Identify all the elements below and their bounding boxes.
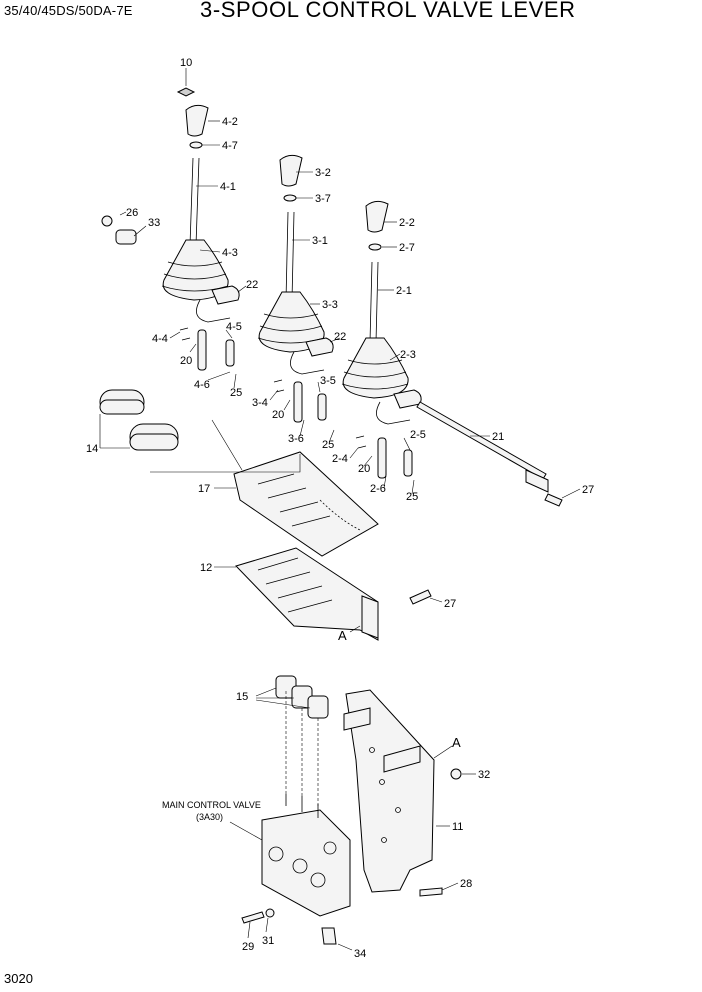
part-11-mount-plate <box>343 689 462 897</box>
callout-25-b: 25 <box>322 439 334 451</box>
callout-15: 15 <box>236 691 248 703</box>
part-2-6-link <box>377 437 387 479</box>
callout-27-b: 27 <box>444 598 456 610</box>
part-2-5-link <box>403 449 413 477</box>
part-4-3-boot <box>162 239 229 301</box>
callout-3-1: 3-1 <box>312 235 328 247</box>
callout-4-4: 4-4 <box>152 333 168 345</box>
callout-22-b: 22 <box>334 331 346 343</box>
part-3-3-boot <box>258 291 325 353</box>
part-12-bracket <box>235 547 432 641</box>
lever-3-assembly <box>257 154 334 423</box>
part-34-fitting <box>321 927 337 945</box>
main-control-valve-ref: (3A30) <box>196 812 223 822</box>
part-14-pads <box>99 389 179 451</box>
part-2-7-nut <box>368 243 382 251</box>
part-4-5-link <box>225 339 235 367</box>
callout-2-1: 2-1 <box>396 285 412 297</box>
callout-2-3: 2-3 <box>400 349 416 361</box>
callout-27-a: 27 <box>582 484 594 496</box>
callout-4-2: 4-2 <box>222 116 238 128</box>
page-number: 3020 <box>4 971 33 986</box>
callout-21: 21 <box>492 431 504 443</box>
part-33-spacer <box>115 229 137 245</box>
part-29-bolt <box>241 911 265 924</box>
callout-12: 12 <box>200 562 212 574</box>
callout-4-1: 4-1 <box>220 181 236 193</box>
part-3-7-nut <box>283 194 297 202</box>
callout-3-5: 3-5 <box>320 375 336 387</box>
callout-10: 10 <box>180 57 192 69</box>
callout-3-2: 3-2 <box>315 167 331 179</box>
callout-3-3: 3-3 <box>322 299 338 311</box>
callout-11: 11 <box>452 821 463 833</box>
part-21-rod <box>416 401 563 507</box>
callout-32: 32 <box>478 769 490 781</box>
callout-3-4: 3-4 <box>252 397 268 409</box>
callout-3-6: 3-6 <box>288 433 304 445</box>
part-27-bolt-b <box>409 589 432 605</box>
part-26-nut <box>101 215 113 227</box>
part-27-bolt-a <box>544 493 563 507</box>
callout-labels: 10 4-2 4-7 4-1 3-2 3-7 3-1 26 33 4-3 2-2… <box>86 57 594 960</box>
callout-31: 31 <box>262 935 274 947</box>
callout-14: 14 <box>86 443 98 455</box>
callout-4-5: 4-5 <box>226 321 242 333</box>
part-22-fitting-a <box>211 285 240 305</box>
part-4-7-nut <box>189 141 203 149</box>
callout-4-3: 4-3 <box>222 247 238 259</box>
callout-4-7: 4-7 <box>222 140 238 152</box>
main-control-valve <box>241 794 351 945</box>
part-3-6-link <box>293 381 303 423</box>
callout-2-2: 2-2 <box>399 217 415 229</box>
callout-2-5: 2-5 <box>410 429 426 441</box>
part-2-2-knob <box>365 200 389 233</box>
callout-2-7: 2-7 <box>399 242 415 254</box>
part-31-washer <box>265 908 275 918</box>
part-3-2-knob <box>279 154 303 187</box>
part-17-cover-plate <box>233 451 379 557</box>
part-3-1-rod <box>285 211 295 301</box>
part-28-bolt <box>419 887 443 897</box>
part-4-1-rod <box>189 157 200 246</box>
callout-25-a: 25 <box>230 387 242 399</box>
page-title: 3-SPOOL CONTROL VALVE LEVER <box>200 0 576 22</box>
callout-26: 26 <box>126 207 138 219</box>
part-22-fitting-b <box>305 337 334 357</box>
callout-20-a: 20 <box>180 355 192 367</box>
callout-2-6: 2-6 <box>370 483 386 495</box>
callout-28: 28 <box>460 878 472 890</box>
callout-a-2: A <box>452 735 461 750</box>
callout-20-b: 20 <box>272 409 284 421</box>
part-2-3-boot <box>342 337 409 399</box>
part-2-1-rod <box>369 261 379 343</box>
callout-29: 29 <box>242 941 254 953</box>
callout-25-c: 25 <box>406 491 418 503</box>
part-10-cap <box>176 87 196 97</box>
callout-2-4: 2-4 <box>332 453 348 465</box>
callout-4-6: 4-6 <box>194 379 210 391</box>
part-4-6-link <box>197 329 207 371</box>
callout-34: 34 <box>354 948 366 960</box>
callout-a-1: A <box>338 628 347 643</box>
lever-4-assembly <box>101 87 240 371</box>
callout-20-c: 20 <box>358 463 370 475</box>
part-3-5-link <box>317 393 327 421</box>
callout-17: 17 <box>198 483 210 495</box>
leader-lines <box>99 68 581 951</box>
callout-22-a: 22 <box>246 279 258 291</box>
part-4-2-knob <box>185 104 209 137</box>
part-15-seals <box>275 675 329 719</box>
main-control-valve-label: MAIN CONTROL VALVE <box>162 800 261 810</box>
callout-3-7: 3-7 <box>315 193 331 205</box>
model-code: 35/40/45DS/50DA-7E <box>4 3 133 18</box>
part-22-fitting-c <box>393 389 422 409</box>
callout-33: 33 <box>148 217 160 229</box>
part-32-nut <box>450 768 462 780</box>
